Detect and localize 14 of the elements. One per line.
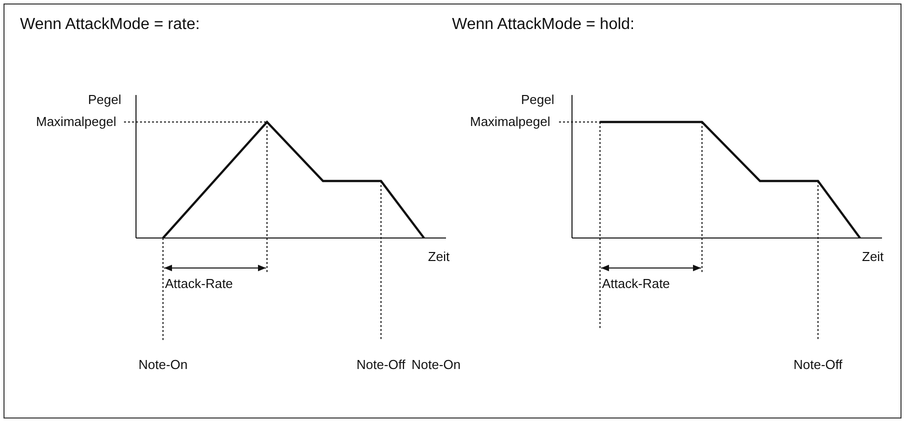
level-label: Maximalpegel — [36, 114, 116, 130]
panel-heading: Wenn AttackMode = hold: — [452, 17, 634, 33]
event-label: Note-Off — [356, 357, 406, 373]
axis-label: Zeit — [428, 249, 450, 265]
axis-label: Zeit — [862, 249, 884, 265]
panel-heading: Wenn AttackMode = rate: — [20, 17, 200, 33]
event-label: Note-Off — [794, 357, 842, 373]
axis-label: Pegel — [521, 92, 554, 108]
level-label: Maximalpegel — [470, 114, 550, 130]
axis-label: Pegel — [88, 92, 122, 108]
interval-label: Attack-Rate — [165, 276, 233, 292]
interval-label: Attack-Rate — [602, 276, 670, 292]
event-label: Note-On — [138, 357, 188, 373]
event-label: Note-On — [412, 357, 461, 373]
